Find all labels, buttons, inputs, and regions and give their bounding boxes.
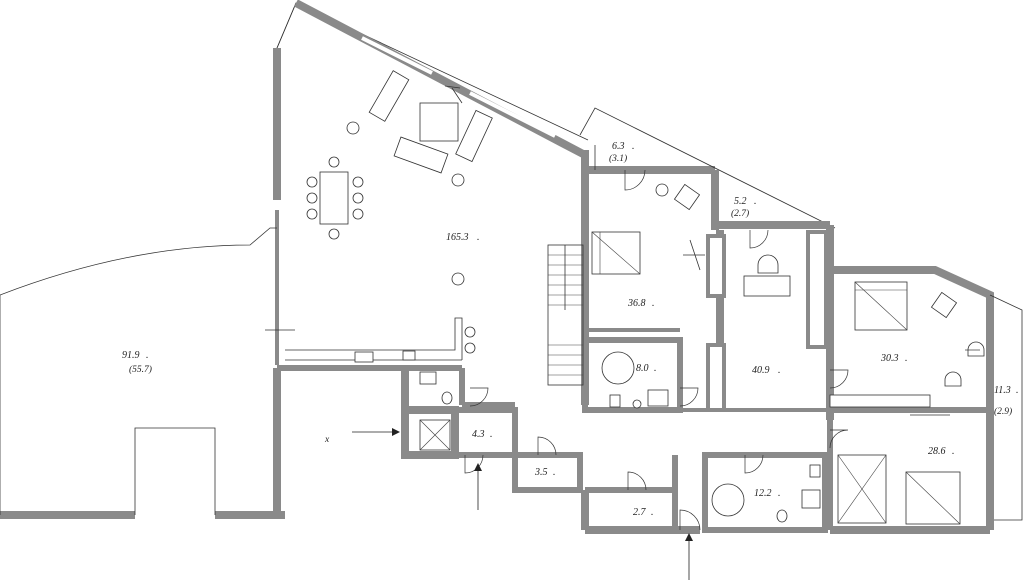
svg-text:.: . xyxy=(490,429,493,440)
svg-text:.: . xyxy=(553,467,556,478)
room-area: 165.3 xyxy=(446,232,469,243)
svg-text:.: . xyxy=(778,488,781,499)
room-area: 91.9 xyxy=(122,350,140,361)
room-label-living: 165.3 . xyxy=(446,232,480,243)
room-sub-area: (3.1) xyxy=(609,153,627,164)
room-label-bath-1: 8.0 . xyxy=(636,363,657,374)
room-area: 5.2 xyxy=(734,196,747,207)
dining-chairs xyxy=(306,156,364,240)
lamp xyxy=(451,272,465,286)
room-label-balcony-top: 6.3 . (3.1) xyxy=(609,141,635,164)
room-label-storage-2: 2.7 . xyxy=(633,507,654,518)
stove xyxy=(354,351,374,363)
lamp xyxy=(346,121,360,135)
room-area: 2.7 xyxy=(633,507,647,518)
svg-text:.: . xyxy=(1016,385,1019,396)
room-label-balcony-mid: 5.2 . (2.7) xyxy=(731,196,757,219)
room-label-bedroom-2: 30.3 . xyxy=(880,353,908,364)
room-label-hall: 40.9 . xyxy=(752,365,781,376)
hob-ring xyxy=(464,342,476,354)
room-area: 40.9 xyxy=(752,365,770,376)
room-area: 28.6 xyxy=(928,446,946,457)
room-label-storage-1: 3.5 . xyxy=(534,467,556,478)
bedroom1-furniture xyxy=(591,183,705,275)
entrance-arrows xyxy=(352,428,693,580)
svg-text:.: . xyxy=(952,446,955,457)
room-label-bath-2: 12.2 . xyxy=(754,488,781,499)
room-area: 12.2 xyxy=(754,488,772,499)
svg-text:.: . xyxy=(754,196,757,207)
svg-text:.: . xyxy=(146,350,149,361)
wardrobe xyxy=(829,394,931,408)
room-labels: 165.3 . 91.9 . (55.7) 36.8 . 8.0 . 40.9 … xyxy=(122,141,1019,518)
dining-table xyxy=(319,171,349,225)
bath2-fixtures xyxy=(711,464,821,523)
room-label-terrace-left: 91.9 . (55.7) xyxy=(122,350,152,375)
room-label-wc: 4.3 . xyxy=(472,429,493,440)
stairs xyxy=(547,244,584,386)
svg-text:.: . xyxy=(778,365,781,376)
hall-furniture xyxy=(743,254,791,297)
wc-fixtures xyxy=(419,371,453,451)
room-area: 8.0 xyxy=(636,363,649,374)
svg-text:.: . xyxy=(652,298,655,309)
sofa-bottom xyxy=(393,136,449,174)
bedroom2-furniture xyxy=(829,281,985,408)
bedroom3-furniture xyxy=(837,414,961,525)
armchair xyxy=(673,183,701,211)
svg-text:.: . xyxy=(651,507,654,518)
lamp xyxy=(451,173,465,187)
room-area: 3.5 xyxy=(534,467,548,478)
coffee-table xyxy=(419,102,459,142)
bath1-fixtures xyxy=(601,351,669,409)
living-furniture xyxy=(265,70,493,363)
bathtub xyxy=(601,351,635,385)
hob-ring xyxy=(464,326,476,338)
room-area: 36.8 xyxy=(627,298,646,309)
sofa-right xyxy=(455,109,493,163)
svg-text:.: . xyxy=(632,141,635,152)
room-label-bedroom-3: 28.6 . xyxy=(928,446,955,457)
svg-text:.: . xyxy=(654,363,657,374)
room-area: 11.3 xyxy=(994,385,1011,396)
svg-text:.: . xyxy=(477,232,480,243)
room-sub-area: (55.7) xyxy=(129,364,152,375)
walls xyxy=(0,0,1023,534)
bathtub xyxy=(711,483,745,517)
svg-text:.: . xyxy=(905,353,908,364)
room-sub-area: (2.7) xyxy=(731,208,749,219)
sink xyxy=(402,350,416,361)
room-label-bedroom-1: 36.8 . xyxy=(627,298,655,309)
room-area: 4.3 xyxy=(472,429,485,440)
room-sub-area: (2.9) xyxy=(994,406,1012,417)
room-area: 6.3 xyxy=(612,141,625,152)
marker-x: x xyxy=(324,435,330,445)
desk xyxy=(743,275,791,297)
sofa-left xyxy=(368,70,410,122)
room-label-balcony-right: 11.3 . (2.9) xyxy=(994,385,1019,417)
doors xyxy=(464,169,980,531)
room-area: 30.3 xyxy=(880,353,899,364)
